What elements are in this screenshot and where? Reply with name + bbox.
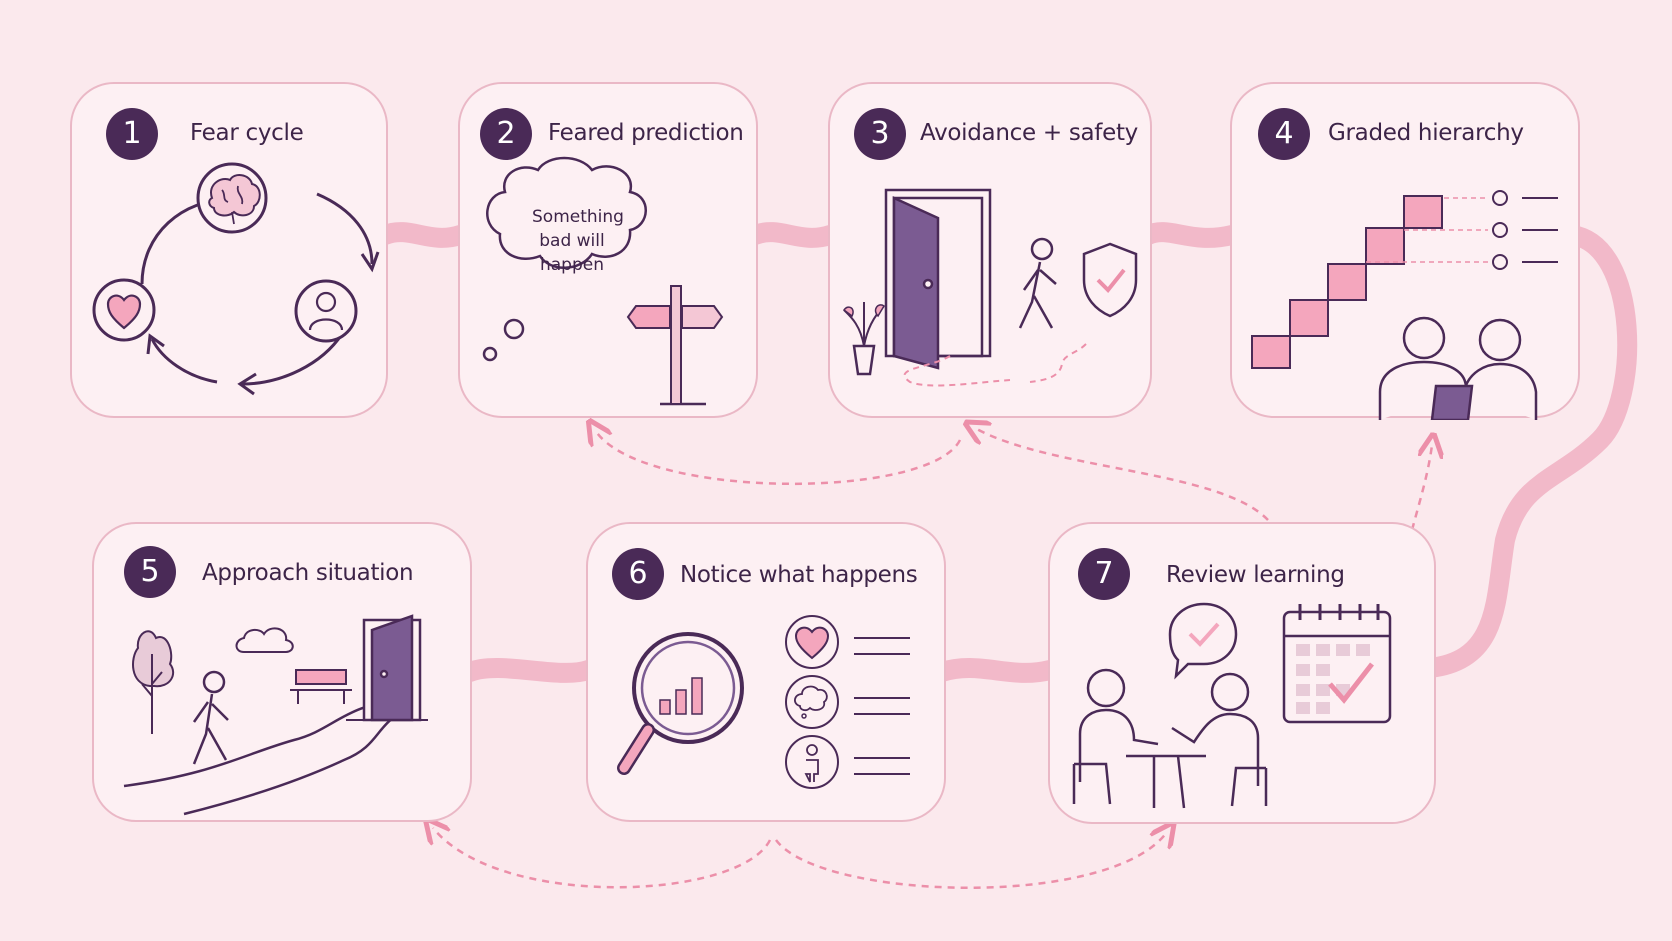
- brain-icon: [196, 162, 268, 234]
- walking-person-icon: [192, 670, 229, 765]
- approach-situation-illustration: [123, 614, 428, 816]
- step-number-badge: 1: [106, 108, 158, 160]
- magnifier-chart-icon: [617, 632, 744, 775]
- shield-check-icon: [1082, 242, 1138, 318]
- feedback-arrows: [433, 428, 1432, 889]
- review-learning-illustration: [1072, 602, 1392, 809]
- step-number-badge: 2: [480, 108, 532, 160]
- speech-check-icon: [1168, 602, 1238, 680]
- connector-2-3: [745, 222, 840, 248]
- path-icon: [123, 698, 415, 816]
- connector-5-6: [460, 658, 598, 683]
- person-icon: [294, 279, 358, 343]
- thought-line-3: happen: [540, 255, 604, 275]
- solid-connectors: [375, 222, 1638, 683]
- open-door-icon: [884, 188, 1011, 387]
- cloud-icon: [235, 627, 294, 653]
- connector-1-2: [375, 222, 470, 248]
- step-card-4: 4 Graded hierarchy: [1230, 82, 1580, 420]
- graded-hierarchy-illustration: [1251, 190, 1558, 420]
- avoidance-illustration: [842, 188, 1138, 387]
- two-people-talking-icon: [1072, 668, 1268, 809]
- notice-what-happens-illustration: [617, 615, 910, 789]
- thought-icon: [785, 675, 910, 729]
- step-card-6: 6 Notice what happens: [586, 522, 946, 822]
- open-door-icon: [346, 614, 428, 722]
- checklist-icon: [1366, 190, 1558, 270]
- feared-prediction-illustration: Something bad will happen: [482, 156, 724, 406]
- connector-6-7: [932, 658, 1060, 683]
- two-people-tablet-icon: [1378, 316, 1538, 420]
- thought-line-2: bad will: [539, 231, 604, 251]
- tree-icon: [132, 630, 175, 734]
- step-title: Fear cycle: [190, 120, 304, 146]
- feedback-arrow-to-3: [975, 428, 1269, 521]
- staircase-icon: [1251, 195, 1443, 369]
- body-icon: [785, 735, 910, 789]
- step-card-2: 2 Feared prediction Something bad will h…: [458, 82, 758, 418]
- calendar-check-icon: [1282, 604, 1392, 724]
- step-number-badge: 7: [1078, 548, 1130, 600]
- step-title: Review learning: [1166, 562, 1345, 588]
- step-number-badge: 5: [124, 546, 176, 598]
- heart-icon: [785, 615, 910, 669]
- walking-person-icon: [1018, 237, 1057, 329]
- thought-line-1: Something: [532, 207, 624, 227]
- feedback-arrow-to-4: [1410, 445, 1432, 531]
- feedback-arrow-to-2: [595, 430, 962, 486]
- step-title: Feared prediction: [548, 120, 744, 146]
- heart-icon: [92, 278, 156, 342]
- step-card-5: 5 Approach situation: [92, 522, 472, 822]
- step-title: Avoidance + safety: [920, 120, 1138, 146]
- step-title: Notice what happens: [680, 562, 918, 588]
- fear-cycle-illustration: [92, 162, 380, 396]
- step-number-badge: 6: [612, 548, 664, 600]
- step-number-badge: 3: [854, 108, 906, 160]
- step-card-7: 7 Review learning: [1048, 522, 1436, 824]
- step-card-1: 1 Fear cycle: [70, 82, 388, 418]
- thought-bubble-icon: [482, 156, 647, 362]
- connector-3-4: [1138, 222, 1242, 248]
- plant-icon: [842, 302, 886, 376]
- step-title: Approach situation: [202, 560, 414, 586]
- connector-4-7: [1420, 225, 1638, 678]
- step-card-3: 3 Avoidance + safety: [828, 82, 1152, 418]
- step-number-badge: 4: [1258, 108, 1310, 160]
- step-title: Graded hierarchy: [1328, 120, 1524, 146]
- signpost-icon: [626, 285, 724, 406]
- feedback-arrow-to-5: [433, 828, 772, 889]
- bench-icon: [290, 669, 352, 704]
- feedback-arrow-to-7: [774, 832, 1167, 889]
